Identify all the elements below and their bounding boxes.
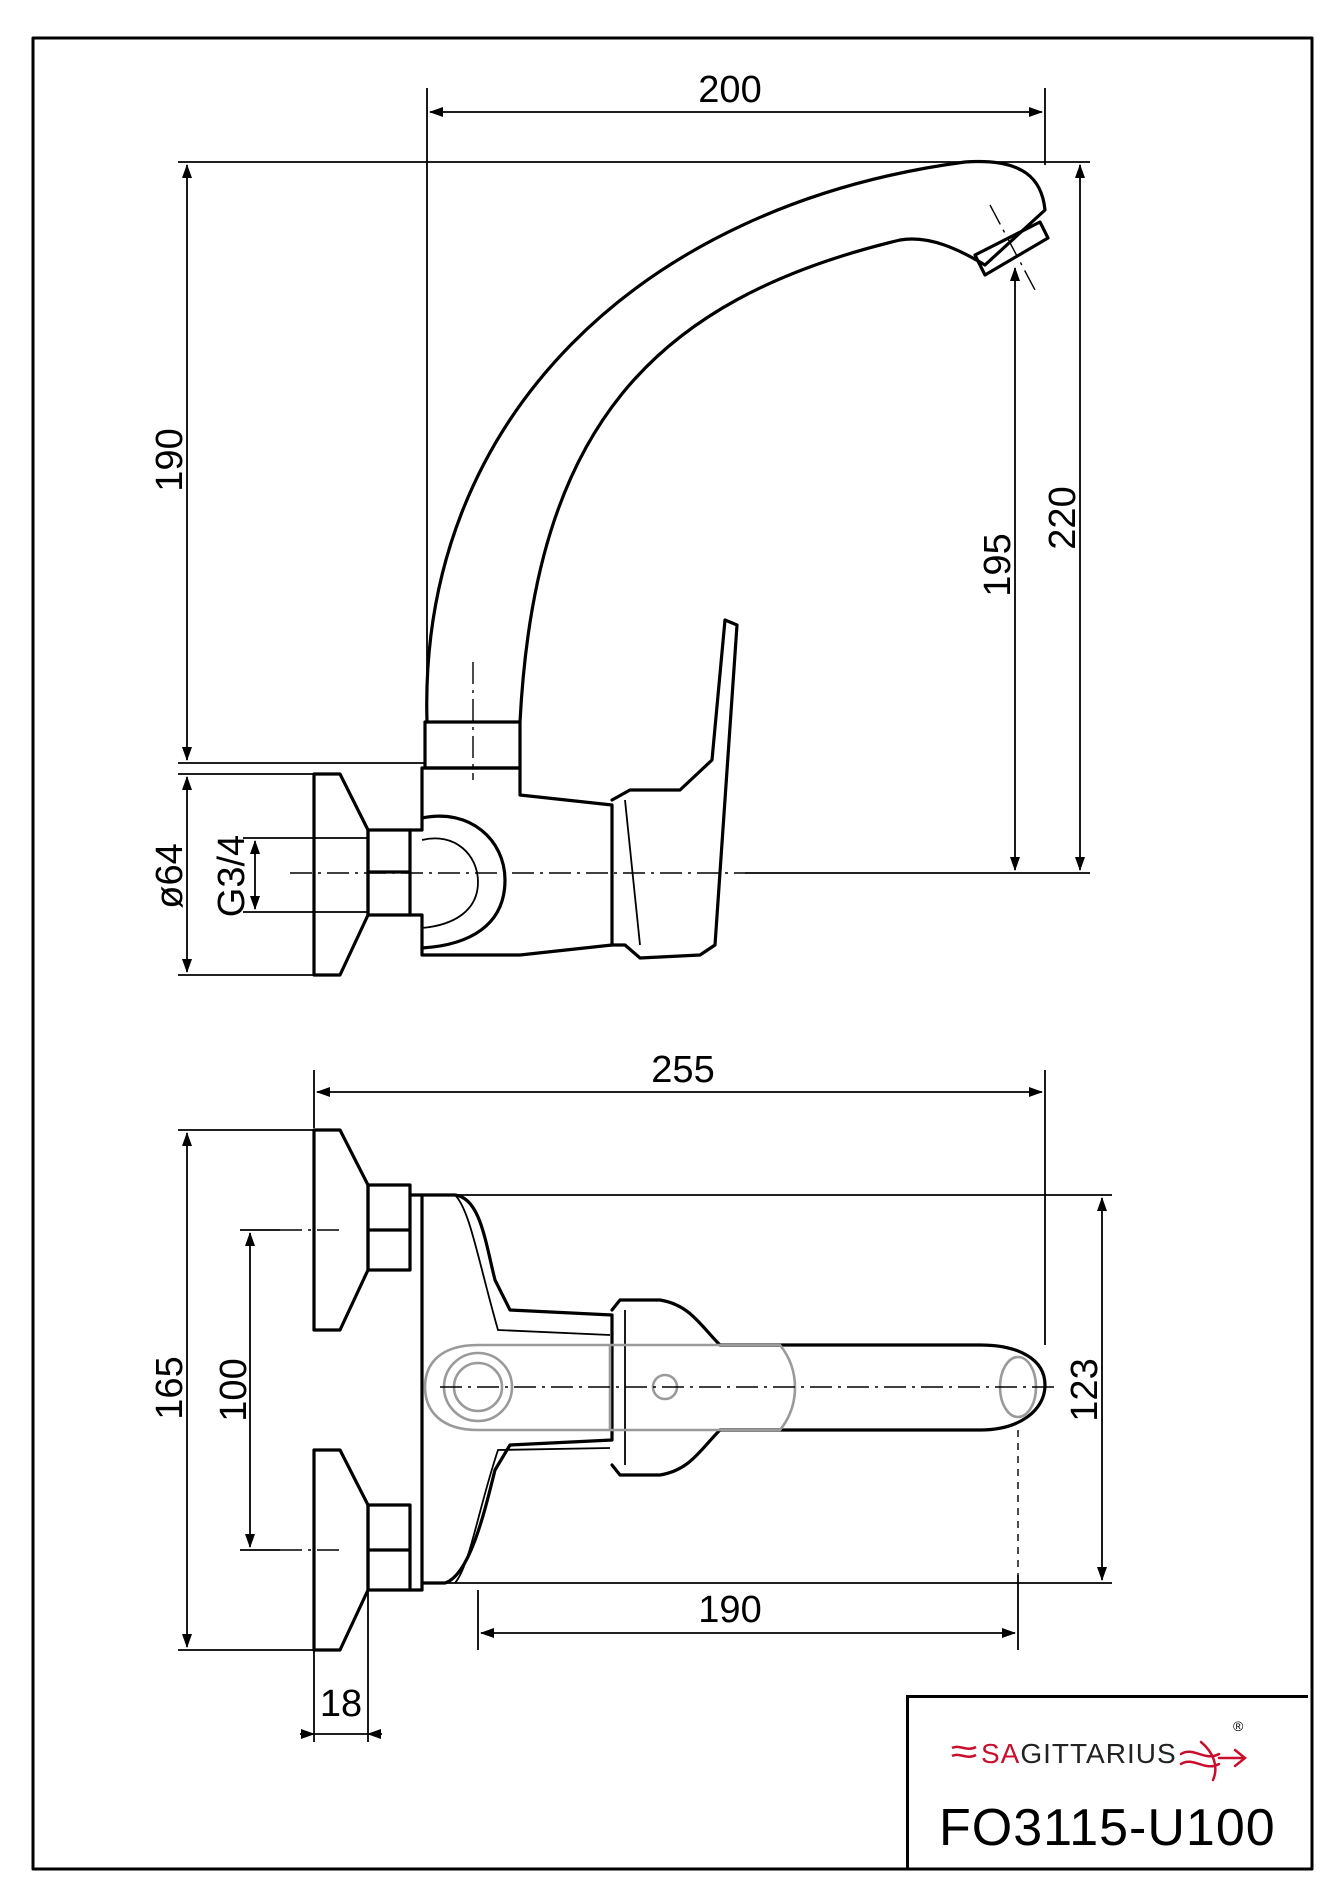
plan-view-dimensions: 255 165 100 123 190 18 [149, 1049, 1112, 1742]
dim-18: 18 [320, 1683, 362, 1725]
brand-rest: GITTARIUS [1020, 1738, 1177, 1769]
plan-body-inner [454, 1194, 611, 1584]
side-body [408, 766, 614, 957]
plan-view [280, 1128, 1055, 1652]
side-collar [423, 720, 522, 770]
side-spout [425, 159, 1047, 724]
plan-body-plate [408, 1193, 424, 1592]
dim-220: 220 [1042, 486, 1084, 549]
side-view [290, 159, 1050, 977]
spout-outlet-axis [989, 204, 1036, 291]
dim-o64: ø64 [149, 843, 191, 908]
brand-logo: SAGITTARIUS [981, 1738, 1177, 1770]
dim-g34: G3/4 [211, 835, 253, 917]
registered-mark: ® [1233, 1718, 1244, 1734]
title-block: SAGITTARIUS ® FO3115-U100 [906, 1695, 1308, 1869]
side-view-dimensions: 200 190 ø64 G3/4 195 220 [149, 69, 1090, 976]
plan-lever [610, 1298, 1047, 1477]
dim-255: 255 [651, 1049, 714, 1091]
side-aerator [973, 220, 1050, 277]
plan-body-outline [420, 1193, 614, 1585]
plan-spout-gray [423, 1343, 797, 1432]
dim-165: 165 [149, 1356, 191, 1419]
dim-190-height: 190 [149, 428, 191, 491]
dim-100: 100 [213, 1358, 255, 1421]
dim-195: 195 [977, 533, 1019, 596]
brand-prefix: SA [981, 1738, 1021, 1769]
dim-123: 123 [1064, 1358, 1106, 1421]
drawing-frame [31, 36, 1314, 1871]
brand-waves-icon [951, 1745, 977, 1758]
side-lever [610, 618, 739, 960]
plan-nut-bottom [366, 1503, 412, 1592]
side-body-arc [420, 814, 507, 950]
dim-190-length: 190 [698, 1589, 761, 1631]
sagittarius-arrow-icon [1179, 1740, 1248, 1782]
side-rosette [312, 772, 370, 977]
plan-nut-top [366, 1183, 412, 1272]
model-number: FO3115-U100 [939, 1799, 1276, 1857]
dim-200: 200 [698, 69, 761, 111]
side-body-arc-inner [421, 837, 479, 929]
